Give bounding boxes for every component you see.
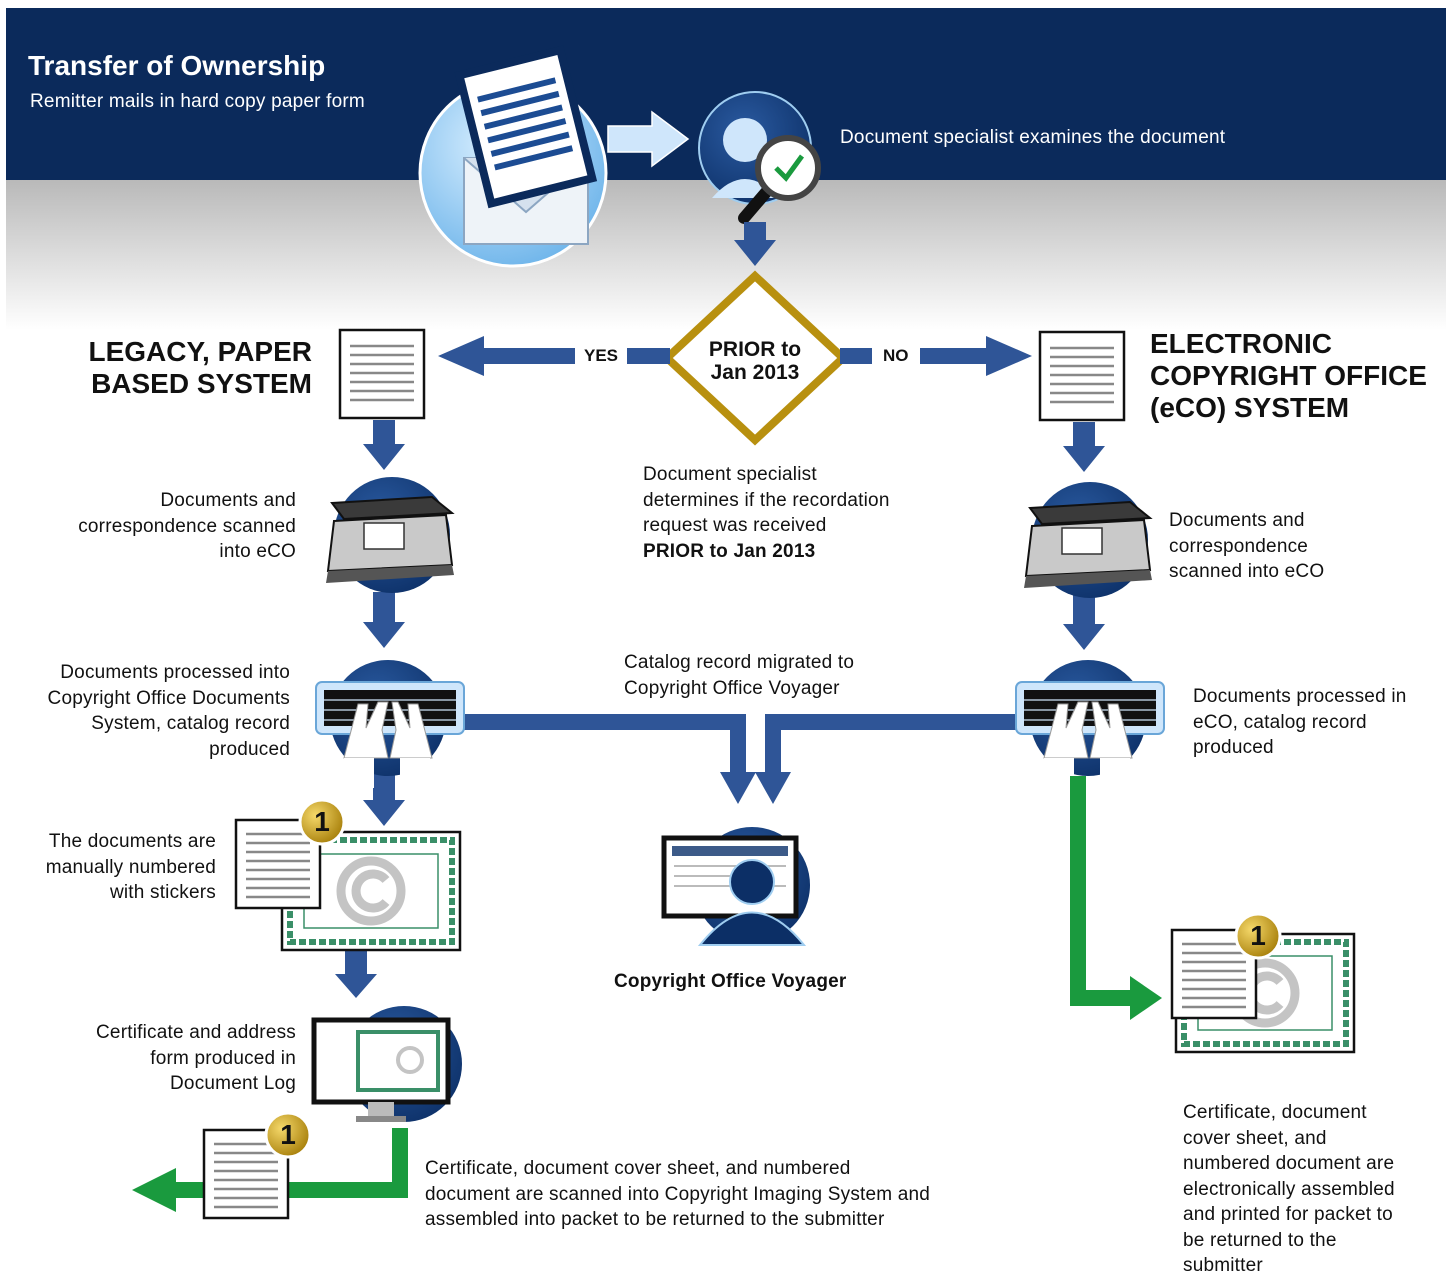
eco-scanner-icon: [1023, 481, 1153, 599]
legacy-certificate-line: Document Log: [170, 1073, 296, 1094]
decision-line-2: Jan 2013: [710, 361, 800, 384]
legacy-certificate-line: Certificate and address: [96, 1022, 296, 1043]
eco-title-line: COPYRIGHT OFFICE: [1150, 360, 1427, 391]
eco-scan-line: Documents and: [1169, 510, 1305, 531]
legacy-number-line: The documents are: [48, 831, 216, 852]
eco-assemble-line: cover sheet, and: [1183, 1127, 1327, 1149]
legacy-scan-text: Documents and correspondence scanned int…: [20, 488, 296, 565]
eco-assemble-line: numbered document are: [1183, 1153, 1395, 1174]
legacy-process-text: Documents processed into Copyright Offic…: [10, 660, 290, 762]
eco-assemble-line: electronically assembled: [1183, 1178, 1395, 1200]
yes-arrow: [438, 336, 670, 376]
specialist-magnifier-icon: [698, 91, 821, 224]
eco-green-arrow: [1070, 776, 1162, 1020]
eco-process-line: produced: [1193, 737, 1274, 758]
mail-envelope-icon: [418, 45, 608, 268]
eco-keyboard-icon: [1015, 659, 1165, 789]
header-subtitle: Remitter mails in hard copy paper form: [30, 91, 365, 112]
legacy-document-icon: [338, 328, 426, 420]
arrow-mail-to-specialist: [607, 110, 690, 168]
legacy-process-line: Copyright Office Documents: [47, 687, 290, 709]
eco-title: ELECTRONIC COPYRIGHT OFFICE (eCO) SYSTEM: [1150, 328, 1427, 424]
legacy-certificate-text: Certificate and address form produced in…: [20, 1020, 296, 1097]
voyager-migrate-line: Catalog record migrated to: [624, 652, 855, 673]
legacy-title-line: LEGACY, PAPER: [88, 336, 312, 367]
legacy-arrow-1: [363, 420, 405, 470]
eco-title-line: ELECTRONIC: [1150, 328, 1332, 359]
legacy-arrow-2: [363, 592, 405, 648]
legacy-return-line: assembled into packet to be returned to …: [425, 1209, 885, 1230]
yes-label: YES: [584, 346, 619, 365]
eco-arrow-2: [1063, 594, 1105, 650]
no-arrow: [840, 336, 1032, 376]
legacy-process-line: System, catalog record: [91, 713, 290, 734]
voyager-migrate-text: Catalog record migrated to Copyright Off…: [624, 650, 854, 701]
decision-desc-line: Document specialist: [643, 464, 817, 485]
decision-description: Document specialist determines if the re…: [643, 462, 890, 564]
eco-assemble-line: Certificate, document: [1183, 1102, 1367, 1123]
legacy-number-line: manually numbered: [45, 856, 216, 878]
legacy-arrow-4: [335, 950, 377, 998]
eco-assemble-line: and printed for packet to: [1183, 1204, 1393, 1225]
decision-line-1: PRIOR to: [708, 338, 802, 361]
eco-assemble-text: Certificate, document cover sheet, and n…: [1183, 1100, 1395, 1279]
page-title: Transfer of Ownership: [28, 50, 326, 81]
eco-scan-line: scanned into eCO: [1169, 561, 1325, 582]
legacy-sticker-number: 1: [314, 806, 330, 837]
legacy-certificate-line: form produced in: [150, 1047, 296, 1069]
eco-sticker-number: 1: [1250, 920, 1266, 951]
legacy-title: LEGACY, PAPER BASED SYSTEM: [60, 336, 312, 400]
eco-title-line: (eCO) SYSTEM: [1150, 392, 1350, 423]
legacy-monitor-icon: [311, 1006, 462, 1122]
voyager-migrate-line: Copyright Office Voyager: [624, 677, 840, 699]
legacy-scan-line: Documents and: [160, 490, 296, 511]
legacy-scan-line: into eCO: [219, 541, 296, 562]
voyager-label: Copyright Office Voyager: [614, 971, 847, 992]
legacy-return-sticker-number: 1: [280, 1119, 296, 1150]
decision-desc-bold: PRIOR to Jan 2013: [643, 540, 816, 562]
legacy-scanner-icon: [325, 476, 455, 594]
eco-process-line: Documents processed in: [1193, 686, 1407, 707]
decision-diamond: [661, 270, 849, 446]
legacy-process-line: produced: [209, 738, 290, 760]
arrow-to-decision: [734, 222, 776, 266]
eco-assemble-line: be returned to the: [1183, 1229, 1337, 1251]
no-label: NO: [883, 346, 909, 365]
eco-document-icon: [1038, 330, 1126, 422]
voyager-computer-icon: [661, 827, 810, 946]
legacy-return-text: Certificate, document cover sheet, and n…: [425, 1156, 930, 1233]
legacy-process-line: Documents processed into: [60, 662, 290, 683]
legacy-return-line: Certificate, document cover sheet, and n…: [425, 1158, 851, 1179]
eco-process-line: eCO, catalog record: [1193, 711, 1367, 733]
eco-arrow-1: [1063, 422, 1105, 472]
eco-scan-text: Documents and correspondence scanned int…: [1169, 508, 1324, 585]
legacy-title-line: BASED SYSTEM: [91, 368, 312, 399]
decision-label: PRIOR to Jan 2013: [694, 338, 816, 384]
eco-scan-line: correspondence: [1169, 535, 1309, 557]
legacy-number-text: The documents are manually numbered with…: [10, 829, 216, 906]
decision-desc-line: determines if the recordation: [643, 489, 890, 511]
legacy-scan-line: correspondence scanned: [78, 515, 296, 537]
legacy-number-line: with stickers: [109, 882, 216, 903]
voyager-connector: [455, 714, 1025, 804]
eco-process-text: Documents processed in eCO, catalog reco…: [1193, 684, 1407, 761]
examine-text: Document specialist examines the documen…: [840, 127, 1226, 148]
eco-assemble-line: submitter: [1183, 1255, 1263, 1276]
legacy-return-line: document are scanned into Copyright Imag…: [425, 1183, 931, 1205]
legacy-keyboard-icon: [315, 659, 465, 789]
decision-desc-line: request was received: [643, 515, 827, 536]
